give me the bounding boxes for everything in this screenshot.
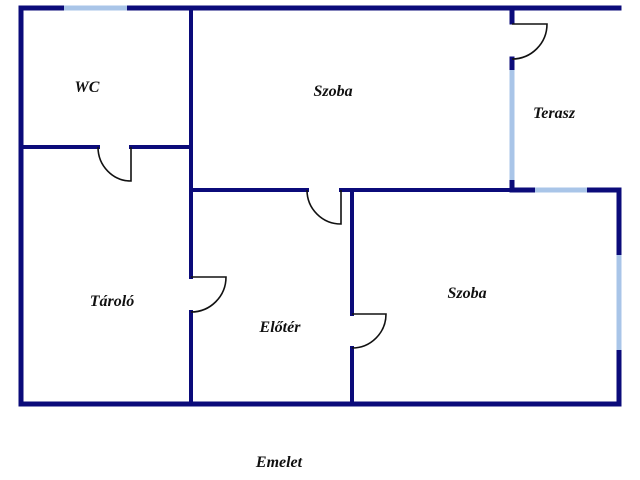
floor-label: Emelet [255,454,303,471]
room-label-eloter: Előtér [259,319,302,336]
room-label-wc: WC [75,79,100,96]
door-tarolo [190,276,227,313]
room-label-szoba-top: Szoba [313,83,352,100]
room-label-terasz: Terasz [533,105,576,122]
doors [97,23,548,349]
door-terasz [511,23,548,60]
room-label-tarolo: Tároló [90,293,134,310]
door-wc [97,146,132,182]
door-szoba-top [306,189,342,225]
room-label-szoba-bottom: Szoba [447,285,486,302]
windows [64,5,622,350]
door-szoba-bottom [351,313,387,349]
walls [18,5,622,407]
